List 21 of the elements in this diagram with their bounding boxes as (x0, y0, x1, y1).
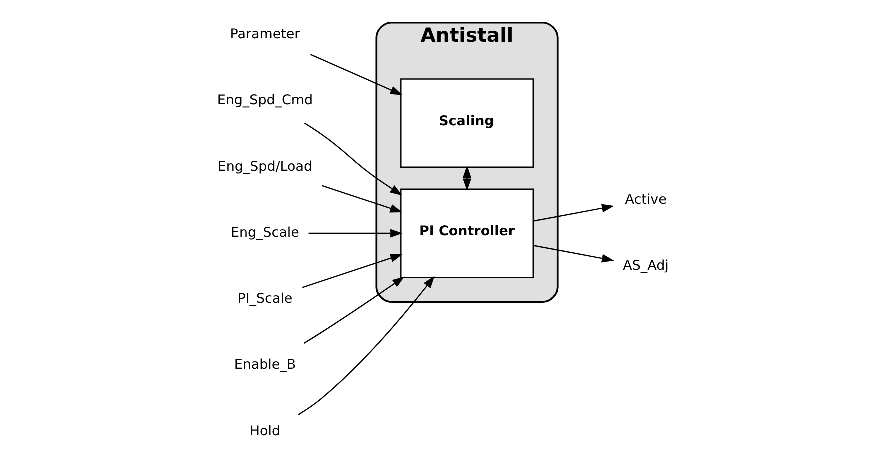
arrow (534, 204, 614, 222)
node-text: Eng_Spd/Load (218, 160, 313, 175)
arrow (302, 254, 403, 288)
node-text: Parameter (230, 28, 300, 43)
node-text: Enable_B (234, 358, 296, 374)
node-text: Active (625, 192, 667, 208)
node-text: AS_Adj (623, 258, 669, 274)
arrow (534, 245, 614, 263)
arrow (304, 276, 405, 344)
arrow (298, 276, 435, 416)
node-box: PI Controller (400, 188, 534, 278)
node-text: Eng_Scale (230, 226, 300, 241)
arrow (308, 229, 403, 238)
arrow (304, 122, 403, 196)
arrow (322, 185, 403, 213)
node-text: Eng_Spd_Cmd (217, 94, 314, 109)
node-box: Scaling (400, 78, 534, 168)
node-text: Hold (250, 424, 281, 440)
arrow (310, 54, 403, 96)
node-text: PI_Scale (238, 292, 293, 308)
arrow (462, 166, 472, 192)
